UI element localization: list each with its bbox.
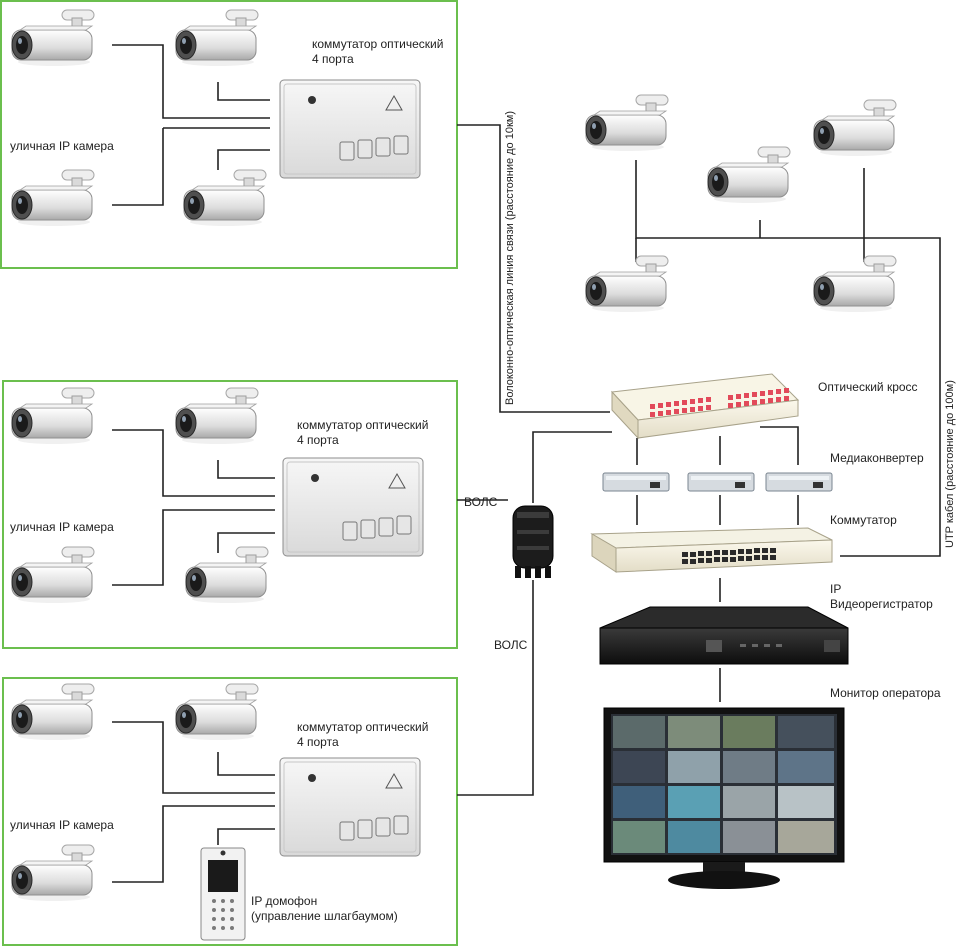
ip-camera-icon xyxy=(185,546,269,604)
ip-camera-icon xyxy=(11,844,95,902)
camera-group-1-frame xyxy=(0,0,458,269)
vols-label-bottom: ВОЛС xyxy=(494,638,528,652)
ip-camera-icon xyxy=(585,255,669,313)
ip-camera-icon xyxy=(11,387,95,445)
switch-label: Коммутатор xyxy=(830,513,897,527)
ip-camera-icon xyxy=(11,546,95,604)
ip-camera-icon xyxy=(813,99,897,157)
media-converter-icon xyxy=(687,472,755,492)
optical-switch-box-icon xyxy=(279,757,421,857)
ip-camera-icon xyxy=(175,683,259,741)
switch-label-line-2: 4 порта xyxy=(297,433,339,447)
fiber-splice-closure-icon xyxy=(512,505,554,578)
ip-camera-icon xyxy=(585,94,669,152)
switch-label-line-2: 4 порта xyxy=(297,735,339,749)
switch-label-group-1: коммутатор оптический 4 порта xyxy=(312,37,443,67)
media-converter-icon xyxy=(602,472,670,492)
monitor-label: Монитор оператора xyxy=(830,686,941,700)
nvr-label: IP Видеорегистратор xyxy=(830,582,933,612)
ip-camera-icon xyxy=(11,683,95,741)
optical-switch-box-icon xyxy=(279,79,421,179)
switch-label-group-3: коммутатор оптический 4 порта xyxy=(297,720,428,750)
optical-switch-box-icon xyxy=(282,457,424,557)
connection-lines xyxy=(112,44,941,883)
switch-label-line-1: коммутатор оптический xyxy=(297,720,429,734)
camera-group-2-frame xyxy=(2,380,458,649)
ip-camera-icon xyxy=(183,169,267,227)
intercom-label: IP домофон (управление шлагбаумом) xyxy=(251,894,398,924)
ip-camera-icon xyxy=(11,9,95,67)
media-converter-icon xyxy=(765,472,833,492)
camera-label-group-3: уличная IP камера xyxy=(10,818,114,832)
ip-intercom-icon xyxy=(200,847,246,941)
ip-camera-icon xyxy=(11,169,95,227)
switch-label-line-1: коммутатор оптический xyxy=(297,418,429,432)
optical-cross-label: Оптический кросс xyxy=(818,380,918,394)
operator-monitor-icon xyxy=(603,707,845,889)
fiber-line-label: Волоконно-оптическая линия связи (рассто… xyxy=(504,110,516,405)
ip-camera-icon xyxy=(707,146,791,204)
media-converter-label: Медиаконвертер xyxy=(830,451,924,465)
camera-label-group-1: уличная IP камера xyxy=(10,139,114,153)
vols-label-top: ВОЛС xyxy=(464,495,498,509)
switch-label-line-2: 4 порта xyxy=(312,52,354,66)
intercom-label-line-2: (управление шлагбаумом) xyxy=(251,909,398,923)
switch-label-line-1: коммутатор оптический xyxy=(312,37,444,51)
switch-label-group-2: коммутатор оптический 4 порта xyxy=(297,418,428,448)
optical-cross-icon xyxy=(610,373,800,440)
nvr-label-line-1: IP xyxy=(830,582,842,596)
network-switch-icon xyxy=(590,527,833,573)
utp-cable-label: UTP кабел (расстояние до 100м) xyxy=(944,380,956,548)
ip-camera-icon xyxy=(175,387,259,445)
intercom-label-line-1: IP домофон xyxy=(251,894,318,908)
nvr-icon xyxy=(599,606,849,665)
ip-camera-icon xyxy=(813,255,897,313)
camera-label-group-2: уличная IP камера xyxy=(10,520,114,534)
camera-group-3-frame xyxy=(2,677,458,946)
nvr-label-line-2: Видеорегистратор xyxy=(830,597,933,611)
ip-camera-icon xyxy=(175,9,259,67)
